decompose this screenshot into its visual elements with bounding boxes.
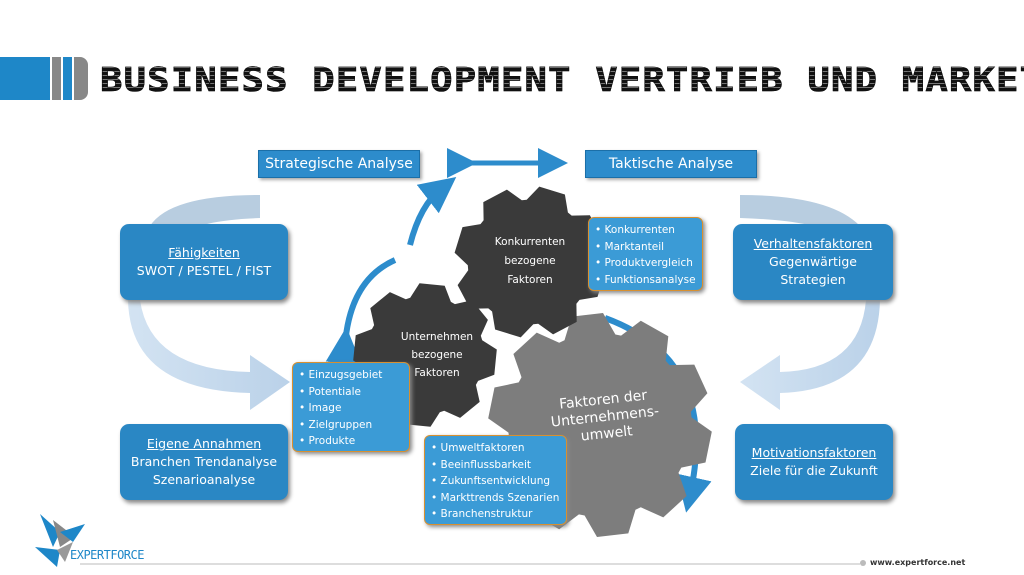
list-konkurrenten: Konkurrenten Marktanteil Produktvergleic… (588, 217, 703, 291)
card-faehigkeiten: Fähigkeiten SWOT / PESTEL / FIST (120, 224, 288, 300)
card-title: Eigene Annahmen (146, 436, 262, 451)
list-item: Marktanteil (595, 239, 696, 256)
gear-label-line: Konkurrenten (494, 236, 566, 248)
gear-konkurrenten (454, 186, 606, 338)
title-accent-bar (0, 57, 50, 100)
gear-label-line: Faktoren (414, 367, 460, 379)
pale-arc-right (740, 300, 880, 410)
gear-label-line: Faktoren (507, 274, 553, 286)
card-motivationsfaktoren: Motivationsfaktoren Ziele für die Zukunf… (735, 424, 893, 500)
card-text: Strategien (780, 272, 846, 287)
list-umwelt: Umweltfaktoren Beeinflussbarkeit Zukunft… (424, 435, 567, 525)
gear-label-line: bezogene (504, 255, 556, 267)
list-item: Image (299, 400, 403, 417)
page-title: BUSINESS DEVELOPMENT VERTRIEB UND MARKET… (100, 60, 1024, 100)
logo-text: EXPERTFORCE (70, 548, 144, 562)
list-item: Funktionsanalyse (595, 272, 696, 289)
list-item: Produktvergleich (595, 255, 696, 272)
list-item: Beeinflussbarkeit (431, 457, 560, 474)
card-eigene-annahmen: Eigene Annahmen Branchen Trendanalyse Sz… (120, 424, 288, 500)
card-text: SWOT / PESTEL / FIST (136, 263, 272, 278)
gear-label-line: Unternehmen (400, 331, 474, 343)
card-title: Verhaltensfaktoren (753, 236, 873, 251)
title-accent-stripe (63, 57, 72, 100)
list-item: Potentiale (299, 384, 403, 401)
list-item: Zukunftsentwicklung (431, 473, 560, 490)
footer-dot (860, 560, 866, 566)
title-accent-stripe (74, 57, 88, 100)
list-item: Produkte (299, 433, 403, 450)
card-text: Szenarioanalyse (152, 472, 256, 487)
card-text: Ziele für die Zukunft (750, 463, 878, 478)
card-title: Fähigkeiten (168, 245, 240, 260)
list-unternehmen: Einzugsgebiet Potentiale Image Zielgrupp… (292, 362, 410, 452)
list-item: Konkurrenten (595, 222, 696, 239)
curved-arrow-left (325, 257, 397, 365)
card-text: Gegenwärtige (769, 254, 857, 269)
curved-arrow-top (407, 176, 457, 246)
tactical-analysis-header: Taktische Analyse (585, 150, 757, 178)
footer-url[interactable]: www.expertforce.net (870, 558, 966, 567)
list-item: Branchenstruktur (431, 506, 560, 523)
card-title: Motivationsfaktoren (751, 445, 877, 460)
strategic-analysis-header: Strategische Analyse (258, 150, 420, 178)
list-item: Markttrends Szenarien (431, 490, 560, 507)
footer-divider (80, 563, 860, 565)
gear-label-line: bezogene (411, 349, 463, 361)
gear-label-konkurrenten: Konkurrenten bezogene Faktoren (480, 233, 580, 290)
list-item: Zielgruppen (299, 417, 403, 434)
card-text: Branchen Trendanalyse (130, 454, 278, 469)
pale-arc-left (128, 300, 290, 410)
list-item: Einzugsgebiet (299, 367, 403, 384)
gear-label-unternehmen: Unternehmen bezogene Faktoren (392, 328, 482, 382)
list-item: Umweltfaktoren (431, 440, 560, 457)
title-accent-stripe (52, 57, 61, 100)
expertforce-logo-icon (35, 514, 85, 567)
card-verhaltensfaktoren: Verhaltensfaktoren Gegenwärtige Strategi… (733, 224, 893, 300)
